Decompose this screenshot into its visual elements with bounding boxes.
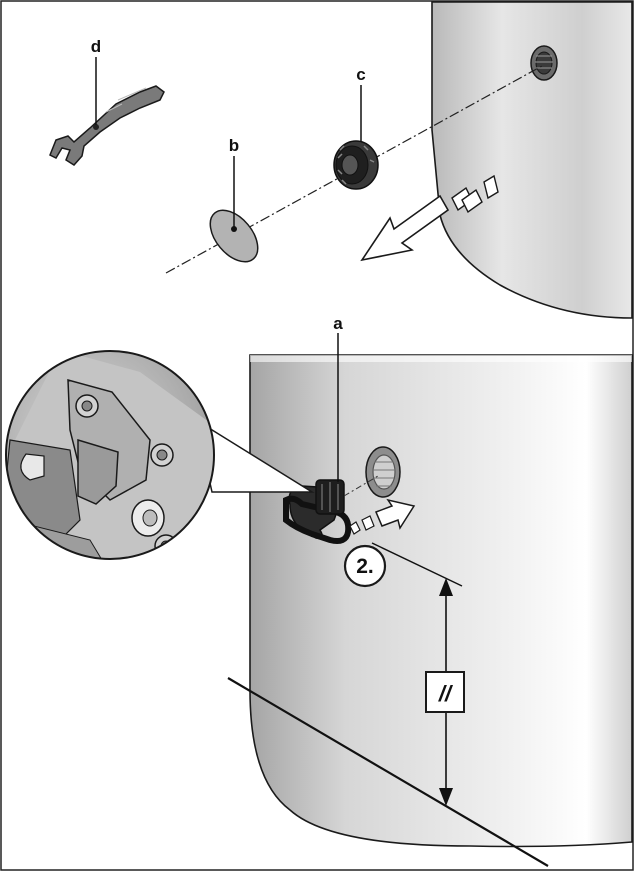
step-number: 2. — [356, 555, 374, 578]
threaded-port-lower — [365, 446, 401, 498]
zoom-detail — [5, 350, 215, 560]
tank-upper — [431, 1, 633, 319]
step-badge: 2. — [343, 544, 387, 588]
parallel-mark-box: // — [425, 671, 465, 713]
seal-disc-b — [209, 209, 259, 263]
label-c: c — [356, 65, 365, 84]
tank-lower — [249, 354, 633, 848]
assembly-axis-lower — [343, 475, 379, 497]
double-headed-arrow-icon — [371, 542, 463, 806]
screw-1 — [75, 394, 99, 418]
parallel-mark: // — [438, 681, 454, 706]
threaded-cap-c — [333, 140, 379, 190]
key-handle-a — [283, 479, 352, 544]
label-a: a — [333, 314, 343, 333]
threaded-port-upper — [530, 45, 558, 81]
wrench-tool-d — [49, 85, 165, 166]
label-d: d — [91, 37, 101, 56]
floor-line — [227, 677, 549, 867]
hollow-arrow-left-icon — [360, 174, 499, 262]
hollow-arrow-right-icon — [349, 498, 416, 535]
screw-2 — [150, 443, 174, 467]
bolt-head — [131, 499, 165, 537]
label-b: b — [229, 136, 239, 155]
